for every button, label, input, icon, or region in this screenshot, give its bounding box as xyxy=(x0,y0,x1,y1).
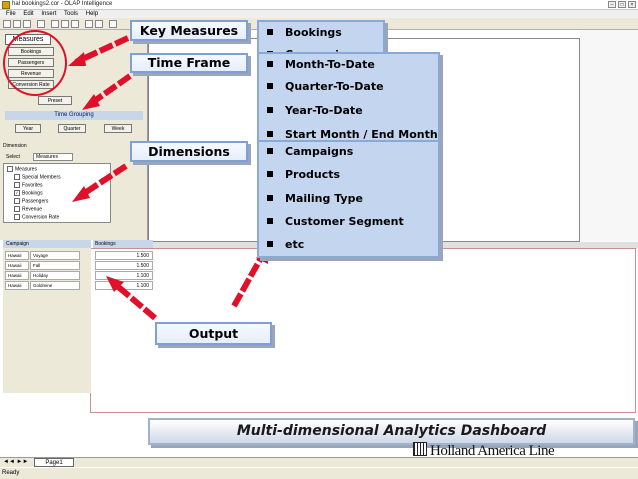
bullet-icon xyxy=(267,29,273,35)
list-item: Start Month / End Month xyxy=(267,128,438,141)
dimension-header: Dimension xyxy=(3,143,143,152)
folder-icon xyxy=(14,174,20,180)
cut-icon[interactable] xyxy=(51,20,59,28)
dimension-label: Dimension xyxy=(3,143,27,149)
bullet-icon xyxy=(267,131,273,137)
key-measures-callout: Key Measures xyxy=(130,20,248,41)
bullet-icon xyxy=(267,241,273,247)
dashboard-banner: Multi-dimensional Analytics Dashboard xyxy=(148,418,635,445)
tab-page1[interactable]: Page1 xyxy=(34,458,74,467)
list-item: Month-To-Date xyxy=(267,58,375,71)
campaign-header[interactable]: Campaign xyxy=(3,240,91,248)
window-controls: – □ × xyxy=(608,1,636,8)
print-icon[interactable] xyxy=(37,20,45,28)
title-bar: hal bookings2.cor - OLAP Intelligence – … xyxy=(0,0,638,10)
tree-item[interactable]: Favorites xyxy=(14,182,43,188)
list-item: Campaigns xyxy=(267,145,353,158)
logo-mark-icon xyxy=(413,442,427,456)
list-item: Products xyxy=(267,168,340,181)
table-row-region[interactable]: Hawaii xyxy=(5,281,29,290)
tab-scroll-icon[interactable]: ◄◄ ►► xyxy=(3,459,29,465)
table-row-campaign[interactable]: Goldmine xyxy=(30,281,80,290)
maximize-icon[interactable]: □ xyxy=(618,1,626,8)
list-item: Mailing Type xyxy=(267,192,363,205)
time-bullet-box: Month-To-Date Quarter-To-Date Year-To-Da… xyxy=(257,52,440,144)
folder-icon xyxy=(14,182,20,188)
dimensions-callout: Dimensions xyxy=(130,141,248,162)
tree-item[interactable]: Conversion Rate xyxy=(14,214,59,220)
table-row-value[interactable]: 1.500 xyxy=(95,251,153,260)
table-row-campaign[interactable]: Holiday xyxy=(30,271,80,280)
bullet-icon xyxy=(267,83,273,89)
menu-bar: File Edit Insert Tools Help xyxy=(0,10,638,18)
select-dropdown[interactable]: Select xyxy=(6,154,20,160)
tree-item[interactable]: Special Members xyxy=(14,174,61,180)
highlight-circle xyxy=(3,30,67,96)
tree-item[interactable]: Passengers xyxy=(14,198,48,204)
menu-file[interactable]: File xyxy=(6,11,16,17)
tree-item[interactable]: Revenue xyxy=(14,206,42,212)
status-bar: Ready xyxy=(0,468,638,479)
save-icon[interactable] xyxy=(23,20,31,28)
time-frame-callout: Time Frame xyxy=(130,53,248,73)
bullet-icon xyxy=(267,61,273,67)
preset-button[interactable]: Preset xyxy=(38,96,72,105)
list-item: Year-To-Date xyxy=(267,104,363,117)
list-item: Quarter-To-Date xyxy=(267,80,384,93)
dimensions-bullet-box: Campaigns Products Mailing Type Customer… xyxy=(257,140,440,258)
close-icon[interactable]: × xyxy=(628,1,636,8)
checkbox-icon[interactable] xyxy=(14,206,20,212)
tree-item[interactable]: ✓Bookings xyxy=(14,190,43,197)
open-icon[interactable] xyxy=(13,20,21,28)
holland-america-logo: Holland America Line xyxy=(413,442,593,459)
grid-icon[interactable] xyxy=(95,20,103,28)
table-row-value[interactable]: 1.100 xyxy=(95,281,153,290)
bullet-icon xyxy=(267,171,273,177)
table-row-campaign[interactable]: Voyage xyxy=(30,251,80,260)
bullet-icon xyxy=(267,218,273,224)
year-button[interactable]: Year xyxy=(15,124,41,133)
checkbox-icon[interactable] xyxy=(14,214,20,220)
bullet-icon xyxy=(267,148,273,154)
quarter-button[interactable]: Quarter xyxy=(58,124,86,133)
chart-icon[interactable] xyxy=(85,20,93,28)
paste-icon[interactable] xyxy=(71,20,79,28)
table-row-region[interactable]: Hawaii xyxy=(5,261,29,270)
list-item: Customer Segment xyxy=(267,215,404,228)
table-row-value[interactable]: 1.500 xyxy=(95,261,153,270)
output-callout: Output xyxy=(155,322,272,345)
dimension-selector-row: Select Measures xyxy=(3,152,143,162)
bullet-icon xyxy=(267,195,273,201)
tree-item[interactable]: Measures xyxy=(7,166,37,172)
table-row-value[interactable]: 1.100 xyxy=(95,271,153,280)
help-icon[interactable] xyxy=(109,20,117,28)
dimension-combo[interactable]: Measures xyxy=(33,153,73,161)
table-row-region[interactable]: Hawaii xyxy=(5,251,29,260)
copy-icon[interactable] xyxy=(61,20,69,28)
list-item: etc xyxy=(267,238,304,251)
minimize-icon[interactable]: – xyxy=(608,1,616,8)
sheet-tab-bar: ◄◄ ►► xyxy=(0,457,638,467)
bookings-column-header[interactable]: Bookings xyxy=(93,240,153,248)
menu-help[interactable]: Help xyxy=(85,11,99,17)
measures-bullet-box: Bookings Conversion xyxy=(257,20,385,56)
menu-edit[interactable]: Edit xyxy=(23,11,34,17)
list-item: Bookings xyxy=(267,26,342,39)
menu-tools[interactable]: Tools xyxy=(64,11,79,17)
week-button[interactable]: Week xyxy=(104,124,132,133)
side-pane xyxy=(580,30,638,242)
time-grouping-title: Time Grouping xyxy=(5,111,143,120)
table-row-region[interactable]: Hawaii xyxy=(5,271,29,280)
bullet-icon xyxy=(267,107,273,113)
folder-icon xyxy=(7,166,13,172)
new-icon[interactable] xyxy=(3,20,11,28)
checkbox-icon[interactable] xyxy=(14,198,20,204)
window-title: hal bookings2.cor - OLAP Intelligence xyxy=(12,1,113,7)
checkbox-checked-icon[interactable]: ✓ xyxy=(14,190,20,196)
dimension-tree: Measures Special Members Favorites ✓Book… xyxy=(3,163,111,223)
menu-insert[interactable]: Insert xyxy=(41,11,57,17)
app-icon xyxy=(2,1,10,9)
table-row-campaign[interactable]: Fall xyxy=(30,261,80,270)
